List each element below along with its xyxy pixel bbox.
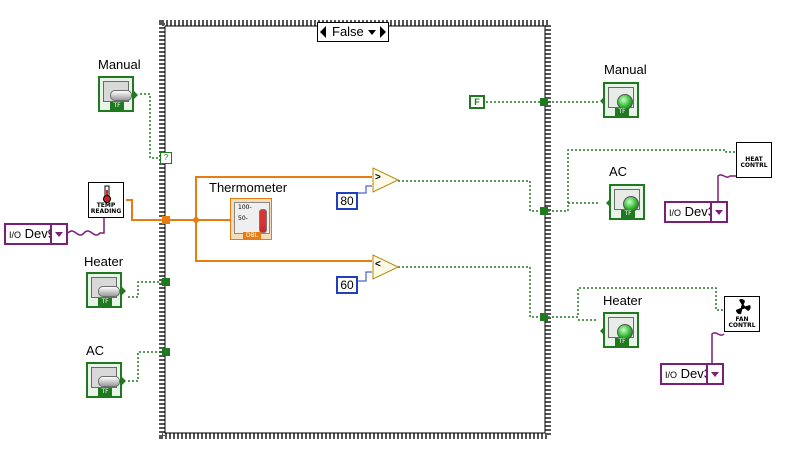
temp-input-tunnel xyxy=(162,216,170,224)
heat-control-label: HEAT CONTRL xyxy=(740,156,768,169)
heater-output-label: Heater xyxy=(603,293,643,308)
boolean-type-tag: TF xyxy=(615,108,629,116)
greater-than-comparator xyxy=(372,167,400,193)
dropdown-icon[interactable] xyxy=(706,365,722,383)
manual-output-label: Manual xyxy=(604,62,647,77)
false-constant[interactable]: F xyxy=(469,95,485,109)
boolean-type-tag: TF xyxy=(110,102,124,110)
io-wires xyxy=(67,174,736,374)
thermometer-gauge-icon: 100- 50- xyxy=(234,202,270,234)
temp-reading-subvi[interactable]: TEMP READING xyxy=(88,182,124,218)
low-threshold-constant[interactable]: 60 xyxy=(336,276,358,294)
dropdown-icon[interactable] xyxy=(710,203,726,221)
less-than-symbol: < xyxy=(375,259,381,270)
io-tag: I/O xyxy=(665,370,678,380)
scale-mid: 50- xyxy=(238,215,248,222)
dev9-value: Dev9 xyxy=(24,226,55,241)
heat-control-subvi[interactable]: HEAT CONTRL xyxy=(736,142,772,178)
heater-led-indicator[interactable]: TF xyxy=(600,312,639,348)
boolean-type-tag: TF xyxy=(621,210,635,218)
ac-input-tunnel xyxy=(162,348,170,356)
toggle-switch-icon xyxy=(98,286,120,297)
thermometer-indicator[interactable]: 100- 50- DBL xyxy=(230,198,272,240)
manual-switch-terminal[interactable]: TF xyxy=(98,76,138,112)
heater-output-tunnel xyxy=(540,313,548,321)
ac-led-indicator[interactable]: TF xyxy=(606,184,645,220)
dbl-type-tag: DBL xyxy=(243,232,261,239)
io-tag: I/O xyxy=(9,230,22,240)
manual-output-tunnel xyxy=(540,98,548,106)
chevron-down-icon[interactable] xyxy=(368,30,376,35)
fan-control-subvi[interactable]: FAN CONTRL xyxy=(724,296,760,332)
heater-switch-terminal[interactable]: TF xyxy=(86,272,126,308)
ac-input-label: AC xyxy=(86,343,105,358)
less-than-comparator xyxy=(372,254,400,280)
boolean-wires xyxy=(128,93,736,382)
heater-input-tunnel xyxy=(162,278,170,286)
heater-input-label: Heater xyxy=(84,254,124,269)
high-threshold-constant[interactable]: 80 xyxy=(336,192,358,210)
decrement-case-icon[interactable] xyxy=(320,26,326,38)
dev3-fan-value: Dev3 xyxy=(680,366,711,381)
dev3-heat-io-control[interactable]: I/O Dev3 xyxy=(664,201,728,223)
thermometer-icon xyxy=(103,185,111,203)
scale-high: 100- xyxy=(238,204,252,211)
case-selector[interactable]: False xyxy=(317,22,389,42)
integer-wires xyxy=(358,185,372,282)
dev3-heat-value: Dev3 xyxy=(684,204,715,219)
manual-input-label: Manual xyxy=(98,57,141,72)
case-structure-frame xyxy=(159,20,551,439)
io-tag: I/O xyxy=(669,208,682,218)
ac-switch-terminal[interactable]: TF xyxy=(86,362,126,398)
toggle-switch-icon xyxy=(110,90,132,101)
thermometer-label: Thermometer xyxy=(209,180,288,195)
ac-output-tunnel xyxy=(540,207,548,215)
selector-terminal[interactable]: ? xyxy=(160,152,172,164)
toggle-switch-icon xyxy=(98,376,120,387)
boolean-type-tag: TF xyxy=(98,388,112,396)
dev3-fan-io-control[interactable]: I/O Dev3 xyxy=(660,363,724,385)
case-selector-value: False xyxy=(332,24,364,39)
temp-reading-label: TEMP READING xyxy=(90,202,122,215)
greater-than-symbol: > xyxy=(375,172,381,183)
dropdown-icon[interactable] xyxy=(50,225,66,243)
fan-icon xyxy=(735,299,751,315)
boolean-type-tag: TF xyxy=(98,298,112,306)
boolean-type-tag: TF xyxy=(615,338,629,346)
numeric-wires xyxy=(126,176,372,262)
manual-led-indicator[interactable]: TF xyxy=(600,82,639,118)
increment-case-icon[interactable] xyxy=(380,26,386,38)
dev9-io-control[interactable]: I/O Dev9 xyxy=(4,223,68,245)
fan-control-label: FAN CONTRL xyxy=(728,316,756,329)
ac-output-label: AC xyxy=(609,164,628,179)
